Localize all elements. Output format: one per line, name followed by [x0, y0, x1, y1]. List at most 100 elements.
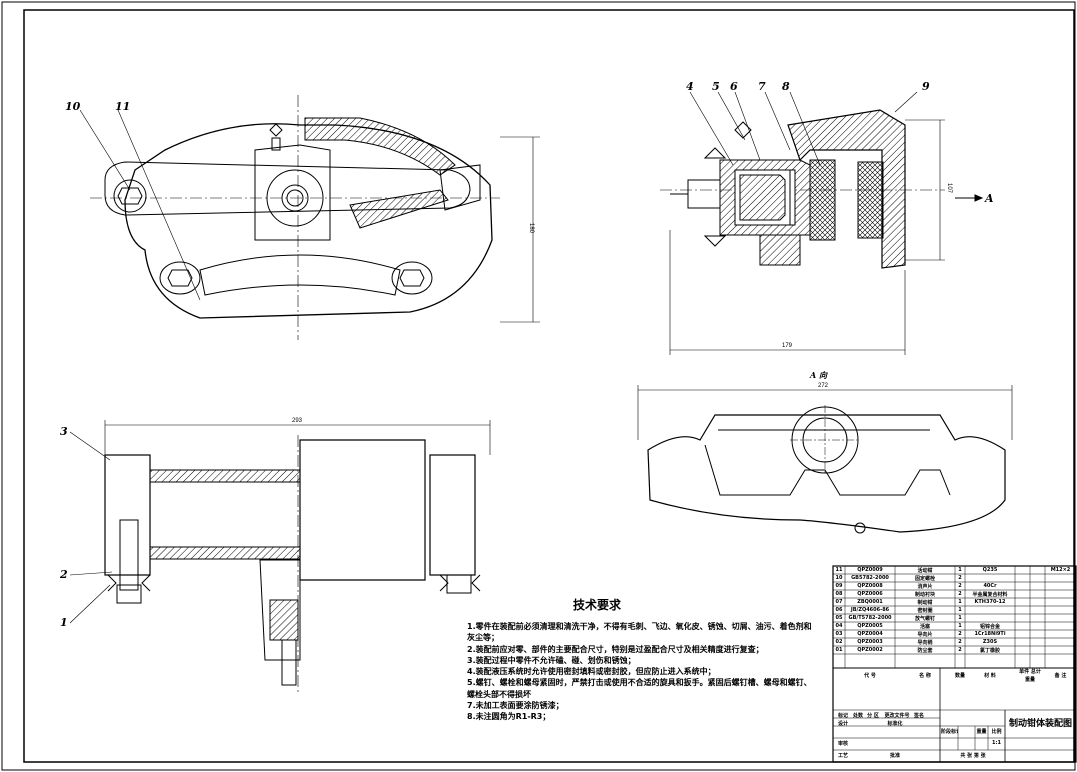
header-weight: 重量 [1024, 677, 1035, 683]
note-item: 4.装配液压系统时允许使用密封填料或密封胶，但应防止进入系统中； [467, 667, 716, 677]
tb-docno: 更改文件号 [884, 713, 910, 719]
view-a-title: A 向 [810, 370, 827, 380]
bom-cell-note: M12×2 [1050, 567, 1071, 573]
part-label-4: 4 [686, 80, 694, 93]
bom-cell-material: 半金属复合材料 [972, 592, 1008, 598]
dim-front-height: 180 [528, 222, 535, 234]
bom-cell-name: 活塞 [919, 624, 930, 630]
bom-cell-qty: 1 [958, 599, 962, 605]
bom-cell-code: QPZ0002 [857, 647, 883, 653]
bom-cell-code: QPZ0009 [857, 567, 883, 573]
part-label-10: 10 [65, 100, 81, 113]
tb-sheets: 共 张 第 张 [960, 753, 986, 759]
title-block-grid [832, 565, 1077, 763]
part-label-3: 3 [60, 425, 68, 438]
plan-view [69, 420, 491, 695]
bom-cell-name: 制动衬块 [914, 592, 935, 598]
bom-cell-name: 制动钳 [917, 600, 933, 606]
side-section-view [660, 91, 984, 355]
dim-view-a-width: 272 [818, 383, 829, 389]
bom-cell-qty: 1 [958, 623, 962, 629]
header-qty: 数量 [955, 673, 965, 679]
part-label-6: 6 [730, 80, 738, 93]
part-label-11: 11 [115, 100, 131, 113]
bom-cell-qty: 2 [958, 575, 962, 581]
bom-cell-no: 10 [835, 575, 843, 581]
tb-sign: 签名 [913, 713, 924, 719]
bom-cell-name: 消声片 [917, 584, 933, 590]
tb-approve: 批准 [889, 753, 900, 759]
bom-cell-material: 40Cr [983, 583, 997, 589]
note-item: 2.装配前应对零、部件的主要配合尺寸，特别是过盈配合尺寸及相关精度进行复查； [467, 644, 764, 654]
header-unit-total: 单件 总计 [1019, 669, 1041, 675]
bom-cell-qty: 1 [958, 607, 962, 613]
bom-cell-code: QPZ0005 [857, 623, 883, 629]
bom-cell-qty: 2 [958, 591, 962, 597]
dim-side-width: 179 [782, 343, 793, 349]
bom-cell-material: Z30S [982, 639, 998, 645]
bom-cell-no: 03 [835, 631, 843, 637]
bom-cell-no: 05 [835, 615, 843, 621]
dim-side-height: 107 [946, 182, 953, 194]
note-item: 8.未注圆角为R1-R3； [467, 712, 551, 722]
bom-cell-name: 导向片 [917, 632, 933, 638]
a-direction-view [637, 385, 1013, 534]
part-label-2: 2 [60, 568, 68, 581]
drawing-title: 制动钳体装配图 [1008, 719, 1072, 729]
bom-cell-material: Q235 [982, 567, 998, 573]
bom-cell-no: 04 [835, 623, 843, 629]
bom-cell-qty: 2 [958, 631, 962, 637]
bom-cell-name: 密封圈 [917, 608, 933, 614]
bom-cell-no: 06 [835, 607, 843, 613]
tb-ratio: 比例 [991, 729, 1002, 735]
bom-cell-code: GB5782-2000 [851, 575, 889, 581]
part-label-5: 5 [712, 80, 720, 93]
bom-cell-code: QPZ0003 [857, 639, 883, 645]
bom-cell-qty: 2 [958, 583, 962, 589]
bom-cell-qty: 1 [958, 567, 962, 573]
tb-scale: 1:1 [992, 740, 1001, 746]
bom-cell-code: GB/T5782-2000 [848, 615, 892, 621]
bom-cell-material: 铝锌合金 [979, 624, 1000, 630]
bom-cell-no: 09 [835, 583, 843, 589]
note-item: 1.零件在装配前必须清理和清洗干净，不得有毛刺、飞边、氧化皮、锈蚀、切屑、油污、… [467, 622, 812, 643]
bom-cell-material: 氯丁橡胶 [979, 648, 1000, 654]
tb-std: 标准化 [887, 721, 903, 727]
tb-design: 设计 [837, 721, 848, 727]
bom-cell-qty: 2 [958, 639, 962, 645]
view-a-arrow-label: A [985, 192, 994, 205]
part-label-9: 9 [922, 80, 930, 93]
part-label-8: 8 [782, 80, 790, 93]
bom-cell-material: KTH370-12 [974, 599, 1006, 605]
header-name: 名 称 [919, 673, 931, 679]
bom-cell-no: 02 [835, 639, 843, 645]
bom-cell-material: 1Cr18Ni9Ti [974, 631, 1006, 637]
tb-craft: 工艺 [837, 753, 848, 759]
bom-cell-no: 07 [835, 599, 843, 605]
dim-front-width: 293 [292, 418, 303, 424]
bom-cell-name: 防尘套 [917, 648, 933, 654]
header-note: 备 注 [1054, 673, 1067, 679]
bom-cell-qty: 2 [958, 647, 962, 653]
tb-mark: 标记 [837, 713, 848, 719]
bom-cell-code: ZBQ0001 [857, 599, 883, 605]
bom-cell-qty: 1 [958, 615, 962, 621]
bom-cell-name: 固定螺栓 [914, 576, 935, 582]
note-item: 3.装配过程中零件不允许磕、碰、划伤和锈蚀； [467, 655, 636, 665]
tb-weight: 重量 [976, 729, 987, 735]
bom-cell-code: QPZ0008 [857, 583, 883, 589]
bom-cell-no: 11 [835, 567, 843, 573]
bom-cell-code: QPZ0006 [857, 591, 883, 597]
header-material: 材 料 [984, 673, 996, 679]
bom-cell-name: 导向销 [917, 640, 933, 646]
tb-review: 审核 [837, 741, 848, 747]
bom-cell-code: QPZ0004 [857, 631, 883, 637]
front-view [79, 95, 540, 340]
bom-cell-name: 放气螺钉 [914, 616, 935, 622]
bom-cell-name: 活动钳 [917, 568, 933, 574]
header-code: 代 号 [864, 673, 876, 679]
bom-cell-code: JB/ZQ4606-86 [850, 607, 890, 613]
note-item: 5.螺钉、螺栓和螺母紧固时，严禁打击或使用不合适的旋具和扳手。紧固后螺钉槽、螺母… [467, 678, 812, 699]
note-item: 7.未加工表面要涂防锈漆； [467, 701, 564, 711]
